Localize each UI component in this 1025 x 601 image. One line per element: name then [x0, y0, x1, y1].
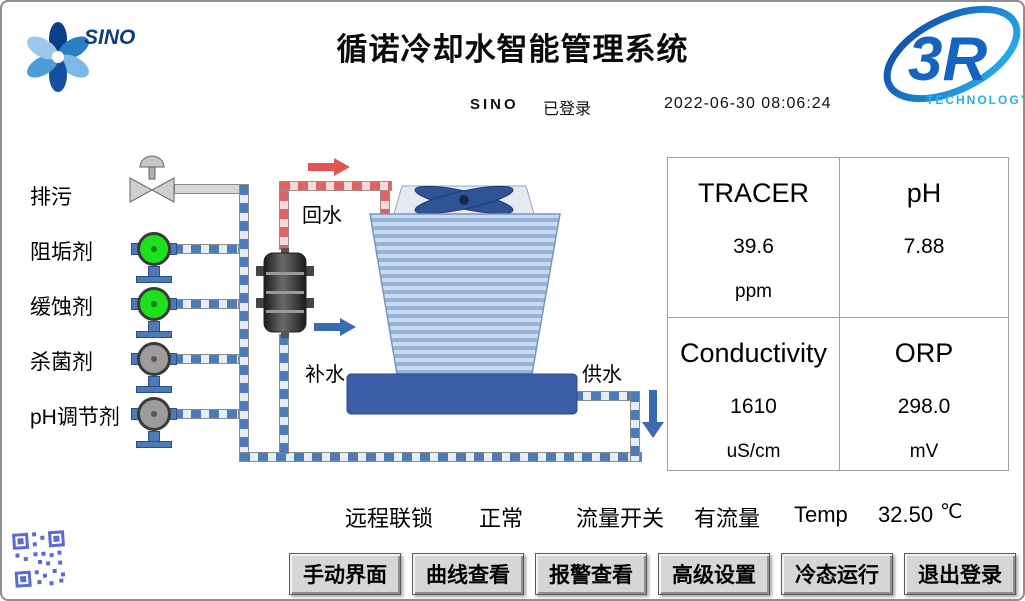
3r-swoosh-icon: 3R TECHNOLOGY	[883, 5, 1025, 107]
drain-pipe	[174, 184, 242, 194]
ph-agent-pump	[129, 395, 179, 449]
pump-status-indicator	[137, 232, 171, 266]
datetime-display: 2022-06-30 08:06:24	[664, 95, 832, 112]
label-drain: 排污	[30, 186, 72, 209]
metric-name: ORP	[894, 338, 954, 368]
supply-flow-arrow-icon	[642, 390, 664, 438]
supply-water-label: 供水	[582, 364, 622, 386]
pump-base	[136, 386, 172, 393]
label-biocide: 杀菌剂	[30, 351, 93, 374]
flow-switch-value: 有流量	[694, 506, 761, 531]
scale-inhibitor-pump	[129, 230, 179, 284]
metric-value: 298.0	[897, 395, 951, 418]
page-title: 循诺冷却水智能管理系统	[336, 32, 689, 67]
dosing-main-pipe	[239, 184, 249, 462]
filter-vessel	[256, 248, 314, 343]
interlock-value: 正常	[479, 506, 524, 531]
label-corrosion-inhibitor: 缓蚀剂	[30, 296, 93, 319]
curve-view-button[interactable]: 曲线查看	[412, 553, 524, 595]
drain-valve-icon	[126, 152, 178, 211]
label-ph-agent: pH调节剂	[30, 406, 120, 429]
3r-technology-logo: 3R TECHNOLOGY	[874, 4, 1025, 119]
makeup-water-label: 补水	[305, 364, 345, 386]
interlock-label: 远程联锁	[345, 506, 434, 531]
pump-base	[136, 276, 172, 283]
metric-value: 1610	[730, 395, 777, 418]
supply-pipe-vertical	[630, 391, 640, 462]
login-status: 已登录	[543, 101, 592, 118]
sino-logo-text: SINO	[84, 26, 135, 49]
fan-icon	[414, 185, 514, 215]
biocide-pipe	[172, 354, 239, 364]
bottom-loop-pipe	[239, 452, 642, 462]
metrics-panel: TRACER 39.6 ppm pH 7.88 Conductivity 161…	[667, 157, 1009, 471]
tower-body	[369, 213, 561, 375]
session-username: SINO	[470, 96, 519, 113]
metric-unit: mV	[909, 441, 939, 462]
return-water-label: 回水	[302, 205, 342, 227]
label-scale-inhibitor: 阻垢剂	[30, 241, 93, 264]
corrosion-inhibitor-pump	[129, 285, 179, 339]
tower-basin	[346, 373, 578, 415]
metric-value: 39.6	[733, 235, 774, 258]
pump-status-indicator	[137, 287, 171, 321]
corrosion-inhibitor-pipe	[172, 299, 239, 309]
metric-cell-conductivity: Conductivity 1610 uS/cm	[668, 318, 840, 470]
alarm-view-button[interactable]: 报警查看	[535, 553, 647, 595]
cold-run-button[interactable]: 冷态运行	[781, 553, 893, 595]
qr-code-icon	[12, 530, 66, 588]
metric-name: Conductivity	[679, 338, 828, 368]
temperature-unit: ℃	[940, 501, 963, 523]
filter-outlet-pipe	[279, 334, 289, 454]
temperature-value: 32.50	[878, 502, 934, 527]
qr-code	[10, 528, 70, 595]
metric-name: pH	[906, 178, 942, 208]
sino-logo: SINO	[22, 10, 157, 101]
metric-cell-orp: ORP 298.0 mV	[840, 318, 1008, 470]
scale-inhibitor-pipe	[172, 244, 239, 254]
ph-agent-pipe	[172, 409, 239, 419]
metric-unit: ppm	[735, 281, 772, 302]
temperature-label: Temp	[794, 502, 848, 527]
pump-base	[136, 441, 172, 448]
pump-status-indicator	[137, 397, 171, 431]
biocide-pump	[129, 340, 179, 394]
3r-logo-text: 3R	[908, 25, 987, 94]
advanced-settings-button[interactable]: 高级设置	[658, 553, 770, 595]
sino-pinwheel-icon: SINO	[27, 22, 135, 92]
metric-value: 7.88	[903, 235, 945, 258]
metric-cell-ph: pH 7.88	[840, 158, 1008, 318]
flow-switch-label: 流量开关	[576, 506, 665, 531]
return-pipe-horizontal	[279, 181, 392, 191]
makeup-flow-arrow-icon	[314, 318, 356, 336]
cooling-tower	[342, 182, 582, 422]
pump-base	[136, 331, 172, 338]
return-flow-arrow-icon	[308, 158, 350, 176]
metric-cell-tracer: TRACER 39.6 ppm	[668, 158, 840, 318]
manual-screen-button[interactable]: 手动界面	[289, 553, 401, 595]
metric-name: TRACER	[697, 178, 809, 208]
logout-button[interactable]: 退出登录	[904, 553, 1016, 595]
pump-status-indicator	[137, 342, 171, 376]
3r-logo-subtext: TECHNOLOGY	[926, 93, 1025, 107]
metric-unit: uS/cm	[726, 441, 781, 462]
return-pipe-left	[279, 190, 289, 250]
